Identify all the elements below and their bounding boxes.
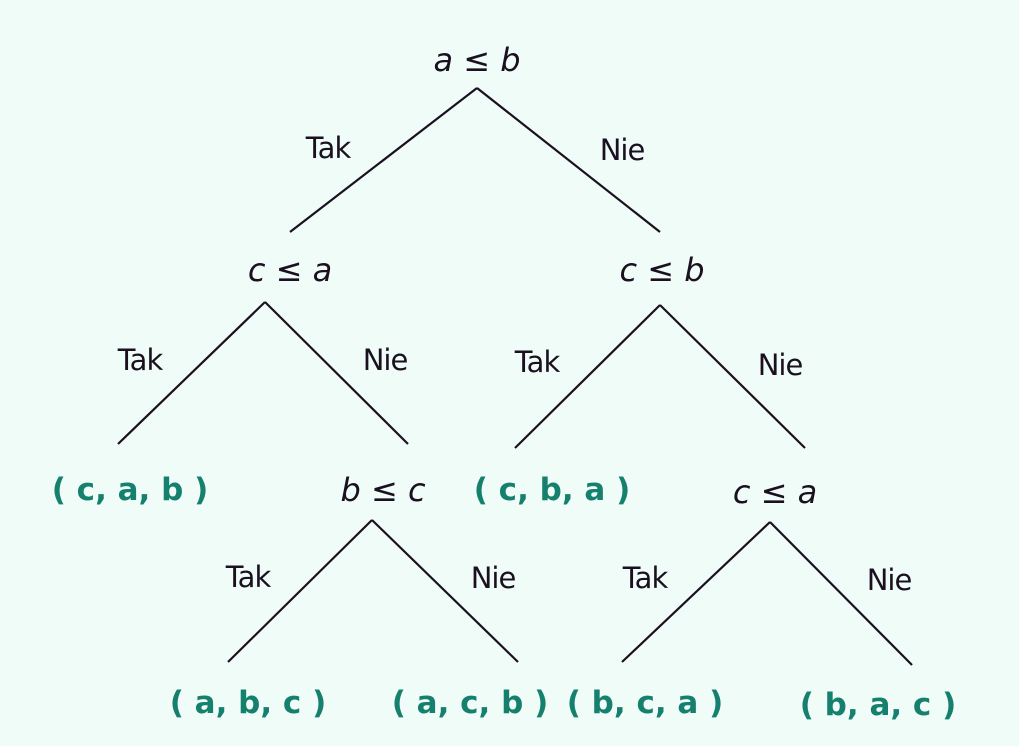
edge-label-no: Nie xyxy=(362,343,409,377)
leaf-bac: ( b, a, c ) xyxy=(799,687,957,723)
edge-line xyxy=(769,521,913,666)
node-left-no: b ≤ c xyxy=(340,471,426,509)
edge-line xyxy=(621,521,771,663)
edge-line xyxy=(227,519,373,663)
leaf-bca: ( b, c, a ) xyxy=(566,685,724,721)
node-root: a ≤ b xyxy=(433,41,521,79)
node-right: c ≤ b xyxy=(619,251,705,289)
leaf-cba: ( c, b, a ) xyxy=(473,472,631,508)
leaf-abc: ( a, b, c ) xyxy=(169,685,327,721)
edge-label-yes: Tak xyxy=(117,343,163,377)
edge-label-yes: Tak xyxy=(514,345,560,379)
edge-line xyxy=(659,304,806,449)
edge-label-no: Nie xyxy=(470,561,517,595)
edge-line xyxy=(514,304,661,449)
edge-line xyxy=(264,301,409,445)
edge-label-no: Nie xyxy=(866,563,913,597)
leaf-acb: ( a, c, b ) xyxy=(391,685,549,721)
edge-line xyxy=(289,87,478,233)
edge-label-no: Nie xyxy=(757,348,804,382)
edge-label-yes: Tak xyxy=(622,561,668,595)
edge-label-yes: Tak xyxy=(305,131,351,165)
edge-line xyxy=(371,519,519,663)
edge-line xyxy=(476,87,661,233)
node-left: c ≤ a xyxy=(247,251,333,289)
node-right-no: c ≤ a xyxy=(732,473,818,511)
leaf-cab: ( c, a, b ) xyxy=(51,472,209,508)
edge-line xyxy=(117,301,266,445)
edge-label-yes: Tak xyxy=(225,560,271,594)
edge-label-no: Nie xyxy=(599,133,646,167)
